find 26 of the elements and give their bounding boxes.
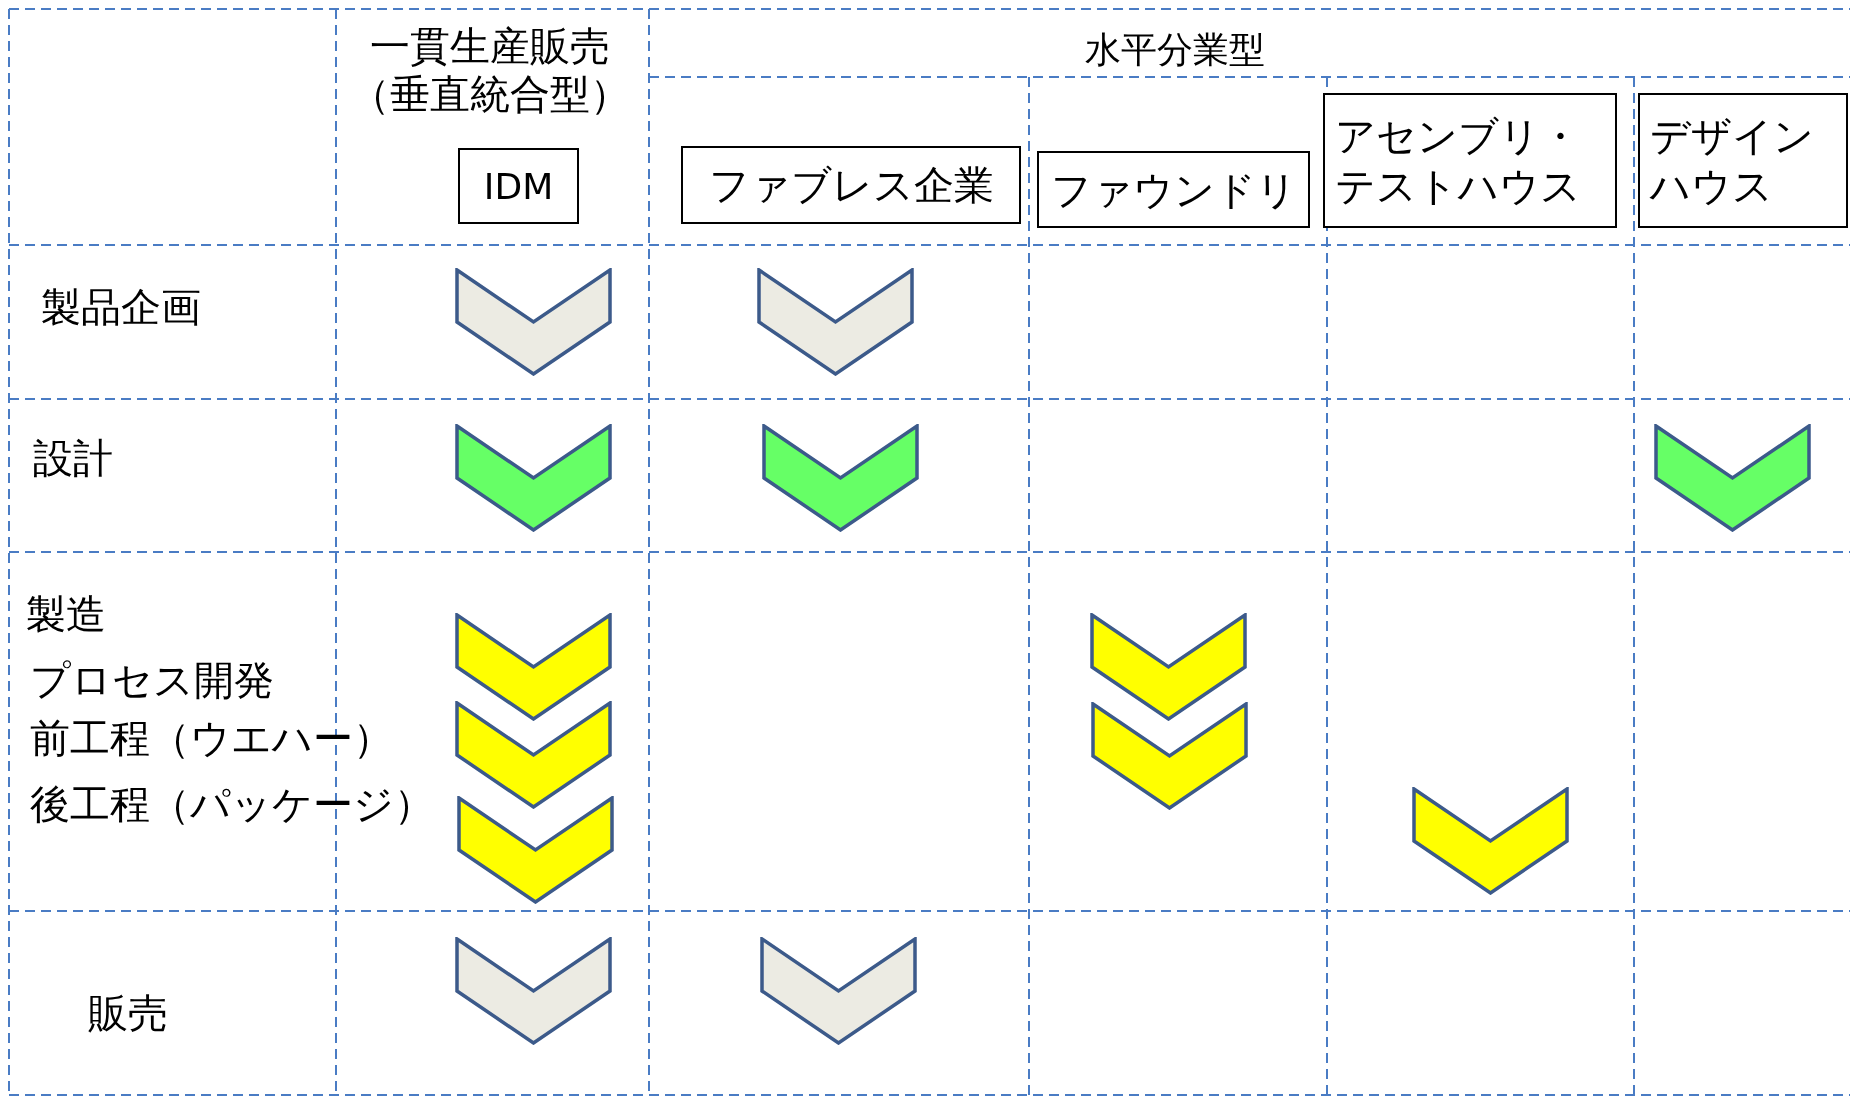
row-label: プロセス開発 — [30, 656, 274, 704]
row-label: 販売 — [88, 989, 168, 1037]
chevron-shape — [454, 613, 612, 721]
company-box: ファブレス企業 — [681, 146, 1021, 224]
company-box: IDM — [458, 148, 579, 224]
chevron-shape — [1089, 613, 1247, 721]
chevron-shape — [456, 796, 614, 904]
column-heading: 水平分業型 — [1084, 28, 1266, 72]
column-heading: 一貫生産販売（垂直統合型） — [349, 22, 631, 118]
chevron-shape — [1411, 787, 1569, 895]
row-label: 設計 — [33, 434, 113, 482]
chevron-shape — [759, 937, 917, 1045]
row-label: 後工程（パッケージ） — [30, 780, 434, 828]
company-box: デザインハウス — [1638, 93, 1848, 228]
company-box: ファウンドリ — [1037, 151, 1310, 228]
row-label: 製造 — [26, 590, 106, 638]
company-box: アセンブリ・テストハウス — [1323, 93, 1617, 228]
chevron-shape — [454, 268, 612, 376]
chevron-shape — [756, 268, 914, 376]
chevron-shape — [454, 424, 612, 532]
chevron-shape — [454, 701, 612, 809]
chevron-shape — [1653, 424, 1811, 532]
chevron-shape — [454, 937, 612, 1045]
row-label: 製品企画 — [41, 283, 201, 331]
chevron-shape — [761, 424, 919, 532]
chevron-shape — [1090, 702, 1248, 810]
